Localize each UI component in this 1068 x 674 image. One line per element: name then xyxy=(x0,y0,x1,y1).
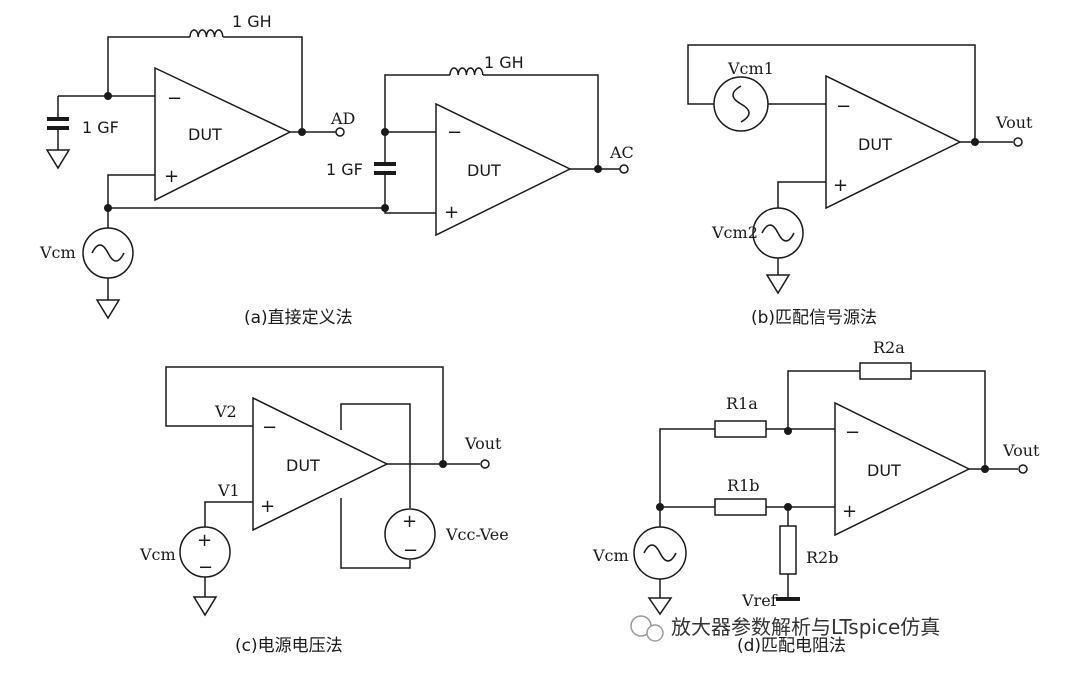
opamp-2-plus: + xyxy=(444,202,459,223)
output-d-label: Vout xyxy=(1002,441,1040,460)
opamp-1-label: DUT xyxy=(188,125,222,144)
inductor-2-label: 1 GH xyxy=(484,53,524,72)
vcm-label-c: Vcm xyxy=(139,545,176,564)
opamp-d-label: DUT xyxy=(867,461,901,480)
output-ad-label: AD xyxy=(330,109,355,128)
caption-d: (d)匹配电阻法 xyxy=(737,636,846,656)
sine-icon xyxy=(761,224,795,242)
opamp-d-minus: − xyxy=(845,422,860,443)
output-c-label: Vout xyxy=(464,434,502,453)
opamp-c-label: DUT xyxy=(286,456,320,475)
r1a-label: R1a xyxy=(726,394,758,413)
sine-icon xyxy=(643,544,677,562)
panel-b: DUT − + Vcm1 Vout Vcm2 (b)匹配信号源法 xyxy=(687,44,1033,328)
panel-a: DUT − + 1 GH 1 GF AD Vcm DUT xyxy=(39,12,634,328)
ground-icon xyxy=(647,597,673,616)
opamp-d-plus: + xyxy=(842,501,857,522)
vcm-label-a: Vcm xyxy=(39,243,76,262)
output-b-terminal xyxy=(1013,137,1023,147)
opamp-c-minus: − xyxy=(262,417,277,438)
ground-icon xyxy=(192,596,218,617)
v1-label: V1 xyxy=(217,481,240,500)
r2a-label: R2a xyxy=(873,338,905,357)
panel-d: DUT − + R2a R1a R1b R2b Vref Vout xyxy=(592,338,1040,656)
vcc-vee-source xyxy=(384,508,436,560)
output-b-label: Vout xyxy=(995,113,1033,132)
watermark-text: 放大器参数解析与LTspice仿真 xyxy=(671,615,940,639)
vcc-vee-minus: − xyxy=(403,540,418,561)
caption-c: (c)电源电压法 xyxy=(235,636,343,656)
vcm-label-d: Vcm xyxy=(592,546,629,565)
vref-label: Vref xyxy=(741,591,778,610)
output-ac-label: AC xyxy=(609,143,634,162)
inductor-1-label: 1 GH xyxy=(232,12,272,31)
opamp-2-minus: − xyxy=(447,122,462,143)
output-d-terminal xyxy=(1018,464,1028,474)
opamp-1-plus: + xyxy=(164,166,179,187)
watermark: 放大器参数解析与LTspice仿真 xyxy=(630,615,940,642)
vcc-vee-plus: + xyxy=(402,511,417,532)
opamp-b-minus: − xyxy=(836,96,851,117)
resistor-r2a xyxy=(859,362,912,380)
resistor-r1b xyxy=(714,498,767,516)
vcm-c-plus: + xyxy=(197,530,212,551)
vcm2-label: Vcm2 xyxy=(711,223,758,242)
opamp-b xyxy=(825,74,962,210)
opamp-b-plus: + xyxy=(833,175,848,196)
v2-label: V2 xyxy=(214,402,237,421)
vcm1-label: Vcm1 xyxy=(727,59,774,78)
opamp-c-plus: + xyxy=(260,496,275,517)
caption-a: (a)直接定义法 xyxy=(244,308,353,328)
r1b-label: R1b xyxy=(727,476,759,495)
ground-icon xyxy=(95,299,121,320)
opamp-c xyxy=(252,396,389,532)
output-ac-terminal xyxy=(619,164,629,174)
resistor-r2b xyxy=(779,525,797,575)
opamp-2 xyxy=(435,102,572,237)
output-c-terminal xyxy=(480,459,490,469)
opamp-1-minus: − xyxy=(167,88,182,109)
capacitor-1-label: 1 GF xyxy=(82,118,119,137)
r2b-label: R2b xyxy=(806,548,838,567)
sine-icon xyxy=(732,85,750,123)
ground-icon xyxy=(765,274,791,295)
resistor-r1a xyxy=(714,420,767,438)
capacitor-2-label: 1 GF xyxy=(326,160,363,179)
opamp-1 xyxy=(154,66,292,202)
sine-icon xyxy=(91,244,125,262)
vcm-c-minus: − xyxy=(198,557,213,578)
panel-c: DUT − + V2 Vout + − Vcc-Vee V1 + − Vcm (… xyxy=(139,366,509,656)
opamp-b-label: DUT xyxy=(858,135,892,154)
inductor-1 xyxy=(189,29,224,38)
caption-b: (b)匹配信号源法 xyxy=(751,308,877,328)
inductor-2 xyxy=(449,67,484,76)
opamp-d xyxy=(834,401,971,537)
ground-icon xyxy=(45,149,71,170)
output-ad-terminal xyxy=(335,127,345,137)
opamp-2-label: DUT xyxy=(467,161,501,180)
vcc-vee-label: Vcc-Vee xyxy=(445,525,509,544)
